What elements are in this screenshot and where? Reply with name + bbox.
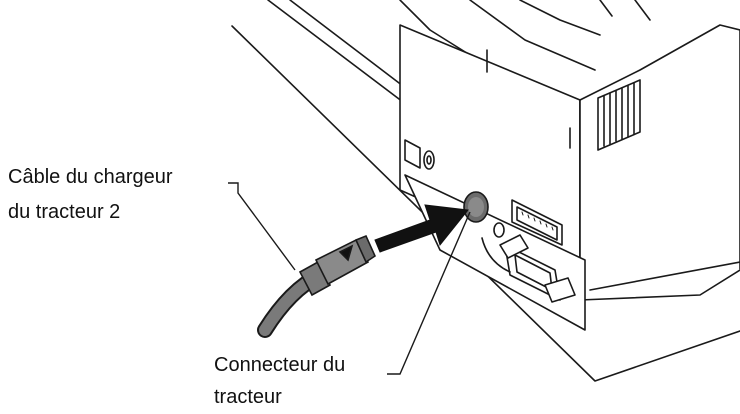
- connector-label-line2: tracteur: [214, 386, 282, 408]
- parallel-port: [511, 199, 563, 246]
- housing-curve: [481, 222, 511, 273]
- tractor-connector: [463, 191, 489, 223]
- cable-leader-line: [228, 182, 296, 271]
- cable-label-line1: Câble du chargeur: [8, 166, 173, 188]
- leader-lines: [228, 182, 471, 375]
- cable-label-line2: du tracteur 2: [8, 201, 120, 223]
- vent-grille: [597, 79, 641, 151]
- cable-plug: [298, 234, 377, 297]
- panel-markers: [486, 49, 571, 149]
- lower-connector: [499, 234, 576, 303]
- connector-leader-line: [387, 211, 471, 375]
- insertion-arrow: [374, 204, 469, 253]
- printer-side-body: [579, 24, 740, 301]
- printer-top-shell: [399, 0, 651, 71]
- connector-label-line1: Connecteur du: [214, 354, 345, 376]
- small-knob: [423, 150, 435, 170]
